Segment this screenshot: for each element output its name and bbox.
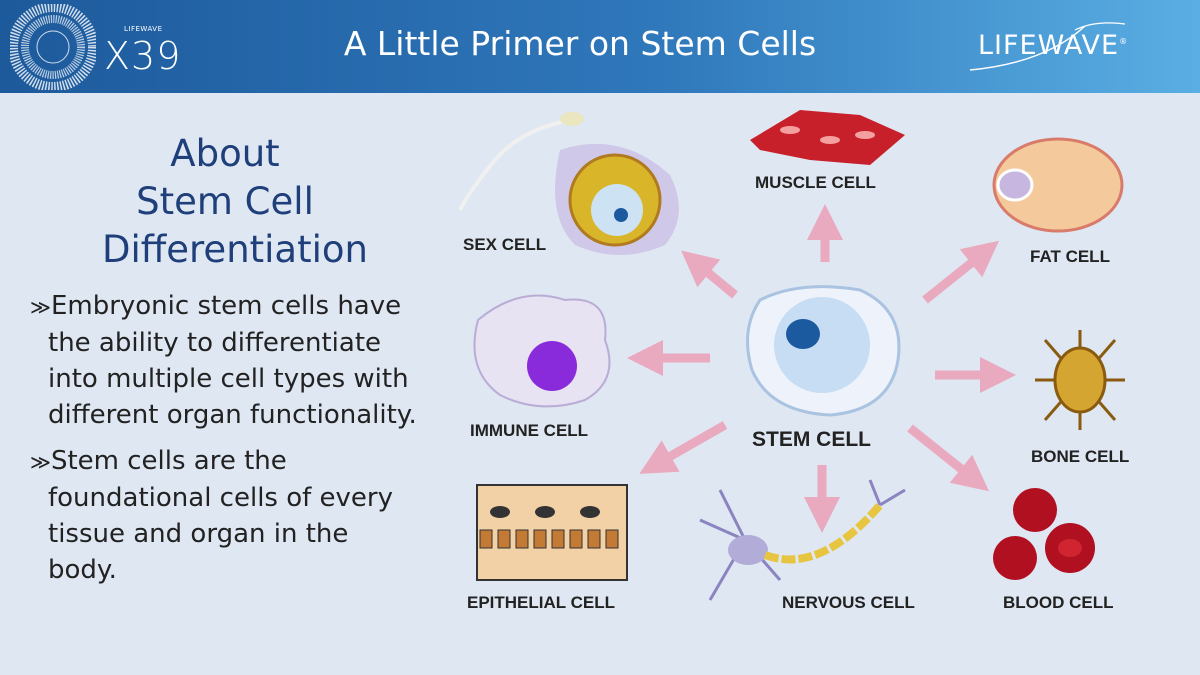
sex-cell-icon bbox=[458, 112, 679, 255]
bullet-item: ≫Stem cells are the foundational cells o… bbox=[30, 443, 420, 588]
label-muscle-cell: MUSCLE CELL bbox=[755, 173, 876, 192]
swoosh-icon bbox=[969, 22, 1126, 71]
label-sex-cell: SEX CELL bbox=[463, 235, 547, 254]
bullet-text: Embryonic stem cells have the ability to… bbox=[48, 291, 417, 430]
bullet-marker: ≫ bbox=[30, 450, 51, 474]
epithelial-cell-icon bbox=[476, 484, 628, 581]
nervous-cell-icon bbox=[699, 479, 906, 601]
label-nervous-cell: NERVOUS CELL bbox=[782, 593, 915, 612]
bone-cell-icon bbox=[1035, 330, 1125, 430]
label-epithelial-cell: EPITHELIAL CELL bbox=[467, 593, 615, 612]
lifewave-logo: LIFEWAVE® bbox=[978, 30, 1129, 61]
lifewave-logo-text: LIFEWAVE bbox=[978, 30, 1120, 61]
bullet-text: Stem cells are the foundational cells of… bbox=[48, 446, 394, 585]
stem-cell-icon bbox=[746, 285, 901, 417]
label-stem-cell: STEM CELL bbox=[752, 428, 871, 451]
logo-small-text: LIFEWAVE bbox=[124, 25, 163, 33]
stem-cell-diagram: SEX CELL MUSCLE CELL FAT CELL IMMUNE CEL… bbox=[440, 100, 1200, 675]
immune-cell-icon bbox=[473, 294, 611, 408]
section-heading: About Stem Cell Differentiation bbox=[70, 130, 380, 274]
label-immune-cell: IMMUNE CELL bbox=[470, 421, 589, 440]
x39-logo-text: X39 bbox=[104, 34, 182, 78]
label-blood-cell: BLOOD CELL bbox=[1003, 593, 1114, 612]
fat-cell-icon bbox=[992, 137, 1124, 233]
header: LIFEWAVE X39 A Little Primer on Stem Cel… bbox=[0, 0, 1200, 93]
x39-logo-icon bbox=[10, 4, 96, 90]
bullet-list: ≫Embryonic stem cells have the ability t… bbox=[30, 288, 420, 598]
heading-line: Differentiation bbox=[102, 228, 368, 271]
bullet-item: ≫Embryonic stem cells have the ability t… bbox=[30, 288, 420, 433]
label-fat-cell: FAT CELL bbox=[1030, 247, 1110, 266]
blood-cell-icon bbox=[993, 488, 1095, 580]
heading-line: About bbox=[170, 132, 280, 175]
bullet-marker: ≫ bbox=[30, 295, 51, 319]
arrows bbox=[627, 204, 1016, 533]
heading-line: Stem Cell bbox=[136, 180, 314, 223]
page-title: A Little Primer on Stem Cells bbox=[343, 24, 817, 63]
label-bone-cell: BONE CELL bbox=[1031, 447, 1130, 466]
muscle-cell-icon bbox=[750, 110, 905, 165]
